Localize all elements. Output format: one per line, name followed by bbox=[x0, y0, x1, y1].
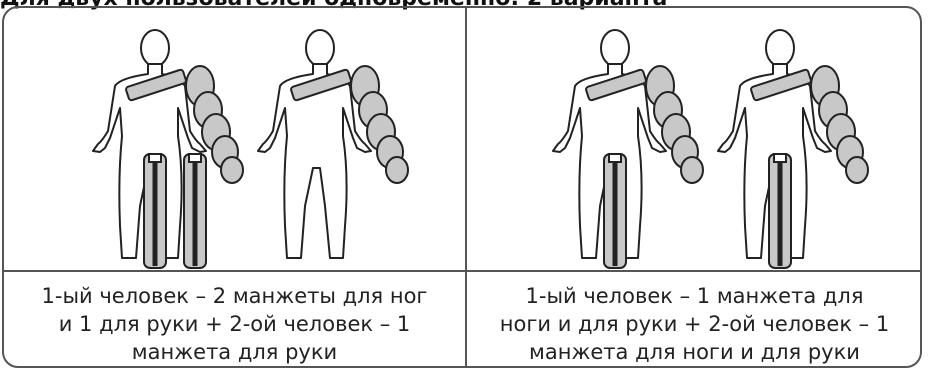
option-2-caption: 1-ый человек – 1 манжета для ноги и для … bbox=[500, 282, 889, 366]
option-2-illustration bbox=[520, 26, 900, 270]
person-d-leg-cuff bbox=[769, 154, 791, 268]
option-1-figures bbox=[60, 26, 420, 270]
person-b-outline bbox=[258, 30, 371, 258]
option-2-figures bbox=[520, 26, 900, 270]
option-1-caption: 1-ый человек – 2 манжеты для ног и 1 для… bbox=[42, 282, 428, 366]
option-1-caption-cell: 1-ый человек – 2 манжеты для ног и 1 для… bbox=[4, 280, 465, 368]
option-1-illustration bbox=[60, 26, 420, 270]
person-c-leg-cuff bbox=[604, 154, 626, 268]
row-divider bbox=[2, 270, 922, 272]
option-2-caption-cell: 1-ый человек – 1 манжета для ноги и для … bbox=[467, 280, 922, 368]
